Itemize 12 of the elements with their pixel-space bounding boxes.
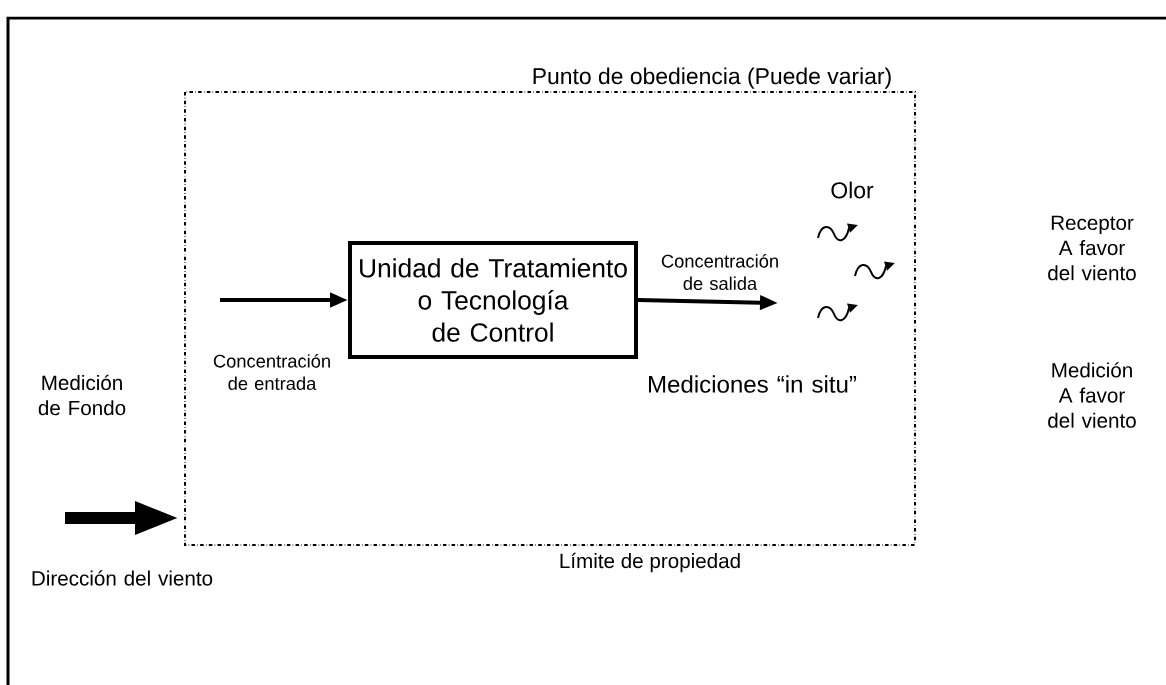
edge-label: Concentración de salida xyxy=(648,252,792,292)
label-text: Receptor A favor del viento xyxy=(1048,215,1136,281)
label-text: Medición de Fondo xyxy=(38,374,126,416)
boundary-heading: Punto de obediencia (Puede variar) xyxy=(533,67,891,89)
boundary-caption: Límite de propiedad xyxy=(560,552,740,573)
edge-label: Concentración de entrada xyxy=(200,352,344,392)
label-text: Medición A favor del viento xyxy=(1048,362,1136,428)
label-text: Olor xyxy=(831,181,874,199)
label-text: Mediciones “in situ” xyxy=(649,375,857,393)
label-text: Dirección del viento xyxy=(32,570,213,586)
property-boundary xyxy=(184,91,916,546)
process-box: Unidad de Tratamiento o Tecnología de Control xyxy=(348,241,638,359)
